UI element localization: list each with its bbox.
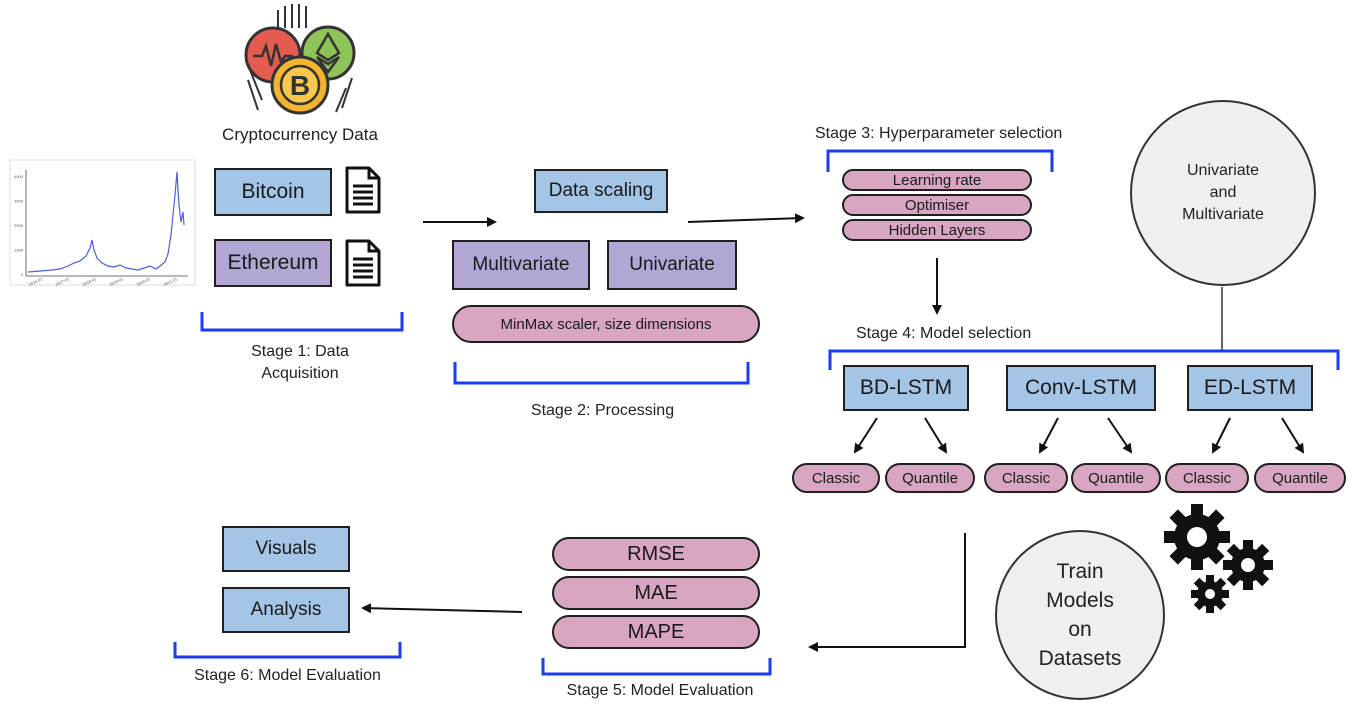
- minmax-scaler-pill: MinMax scaler, size dimensions: [452, 305, 760, 343]
- train-text-line3: on: [1068, 618, 1092, 641]
- document-icon: [345, 239, 381, 287]
- bd-lstm-classic-pill: Classic: [792, 463, 880, 493]
- conv-lstm-classic-pill: Classic: [984, 463, 1068, 493]
- thumbnail-x-ticks: 2016-01 2017-01 2018-01 2019-01 2020-01 2021-…: [28, 276, 179, 287]
- circle-text-line1: Univariate: [1186, 162, 1260, 179]
- arrow-edlstm-quantile: [1281, 417, 1305, 454]
- bitcoin-box: Bitcoin: [214, 168, 332, 216]
- thumbnail-y-tick-label: 2000: [14, 223, 24, 228]
- thumbnail-y-ticks: 4000 3000 2000 1000 0: [14, 174, 24, 277]
- multivariate-box: Multivariate: [452, 240, 590, 290]
- bd-lstm-box: BD-LSTM: [843, 365, 969, 411]
- stage4-label: Stage 4: Model selection: [856, 325, 1032, 342]
- bd-lstm-quantile-pill: Quantile: [885, 463, 975, 493]
- stage2-bracket: [453, 362, 750, 385]
- mape-pill: MAPE: [552, 615, 760, 649]
- conv-lstm-quantile-pill: Quantile: [1071, 463, 1161, 493]
- arrow-bdlstm-classic: [853, 417, 878, 454]
- ethereum-box: Ethereum: [214, 239, 332, 287]
- stage5-label: Stage 5: Model Evaluation: [566, 682, 754, 699]
- stage3-bracket: [826, 149, 1054, 172]
- stage4-bracket: [828, 349, 1340, 370]
- thumbnail-y-tick-label: 4000: [14, 174, 24, 179]
- thumbnail-x-tick-label: 2020-01: [136, 276, 152, 287]
- optimiser-pill: Optimiser: [842, 194, 1032, 216]
- arrow-bdlstm-quantile: [924, 417, 948, 454]
- svg-text:B: B: [290, 70, 310, 101]
- stage6-bracket: [173, 642, 402, 659]
- stage1-label-line1: Stage 1: Data: [251, 343, 349, 360]
- rmse-pill: RMSE: [552, 537, 760, 571]
- crypto-data-caption: Cryptocurrency Data: [222, 125, 378, 144]
- mae-pill: MAE: [552, 576, 760, 610]
- conv-lstm-box: Conv-LSTM: [1006, 365, 1156, 411]
- train-models-circle: Train Models on Datasets: [995, 530, 1165, 700]
- circle-text-line3: Multivariate: [1182, 206, 1264, 223]
- circle-text-line2: and: [1209, 184, 1237, 201]
- arrow-edlstm-classic: [1212, 417, 1231, 454]
- gears-icon: [1164, 504, 1273, 613]
- arrow-stage2-to-stage3: [687, 213, 805, 224]
- document-icon: [345, 166, 381, 214]
- arrow-convlstm-quantile: [1107, 417, 1133, 454]
- arrow-stage5-to-stage6: [361, 603, 523, 614]
- thumbnail-y-tick-label: 3000: [14, 199, 24, 204]
- hidden-layers-pill: Hidden Layers: [842, 219, 1032, 241]
- data-scaling-box: Data scaling: [534, 169, 668, 213]
- stage1-label-line2: Acquisition: [261, 365, 339, 382]
- arrow-train-to-stage5: [808, 533, 966, 652]
- learning-rate-pill: Learning rate: [842, 169, 1032, 191]
- thumbnail-y-tick-label: 1000: [14, 248, 24, 253]
- visuals-box: Visuals: [222, 526, 350, 572]
- analysis-box: Analysis: [222, 587, 350, 633]
- thumbnail-x-tick-label: 2016-01: [28, 276, 44, 287]
- price-line: [27, 171, 185, 273]
- stage5-bracket: [541, 658, 772, 676]
- ed-lstm-quantile-pill: Quantile: [1254, 463, 1346, 493]
- thumbnail-y-tick-label: 0: [21, 272, 24, 277]
- train-text-line1: Train: [1056, 560, 1104, 583]
- univariate-box: Univariate: [607, 240, 737, 290]
- thumbnail-x-tick-label: 2019-01: [109, 276, 125, 287]
- thumbnail-x-tick-label: 2021-01: [163, 276, 179, 287]
- thumbnail-x-tick-label: 2018-01: [82, 276, 98, 287]
- arrow-convlstm-classic: [1039, 417, 1059, 454]
- train-text-line2: Models: [1046, 589, 1114, 612]
- stage1-label: Stage 1: Data Acquisition: [200, 341, 400, 385]
- stage1-bracket: [200, 312, 404, 332]
- stage2-label: Stage 2: Processing: [530, 402, 675, 419]
- univariate-multivariate-circle: Univariate and Multivariate: [1130, 100, 1316, 286]
- crypto-coins-icon: B: [244, 4, 356, 115]
- ed-lstm-box: ED-LSTM: [1187, 365, 1313, 411]
- stage3-label: Stage 3: Hyperparameter selection: [815, 125, 1063, 142]
- train-text-line4: Datasets: [1038, 647, 1122, 670]
- stage6-label: Stage 6: Model Evaluation: [194, 667, 381, 684]
- thumbnail-x-tick-label: 2017-01: [55, 276, 71, 287]
- ed-lstm-classic-pill: Classic: [1165, 463, 1249, 493]
